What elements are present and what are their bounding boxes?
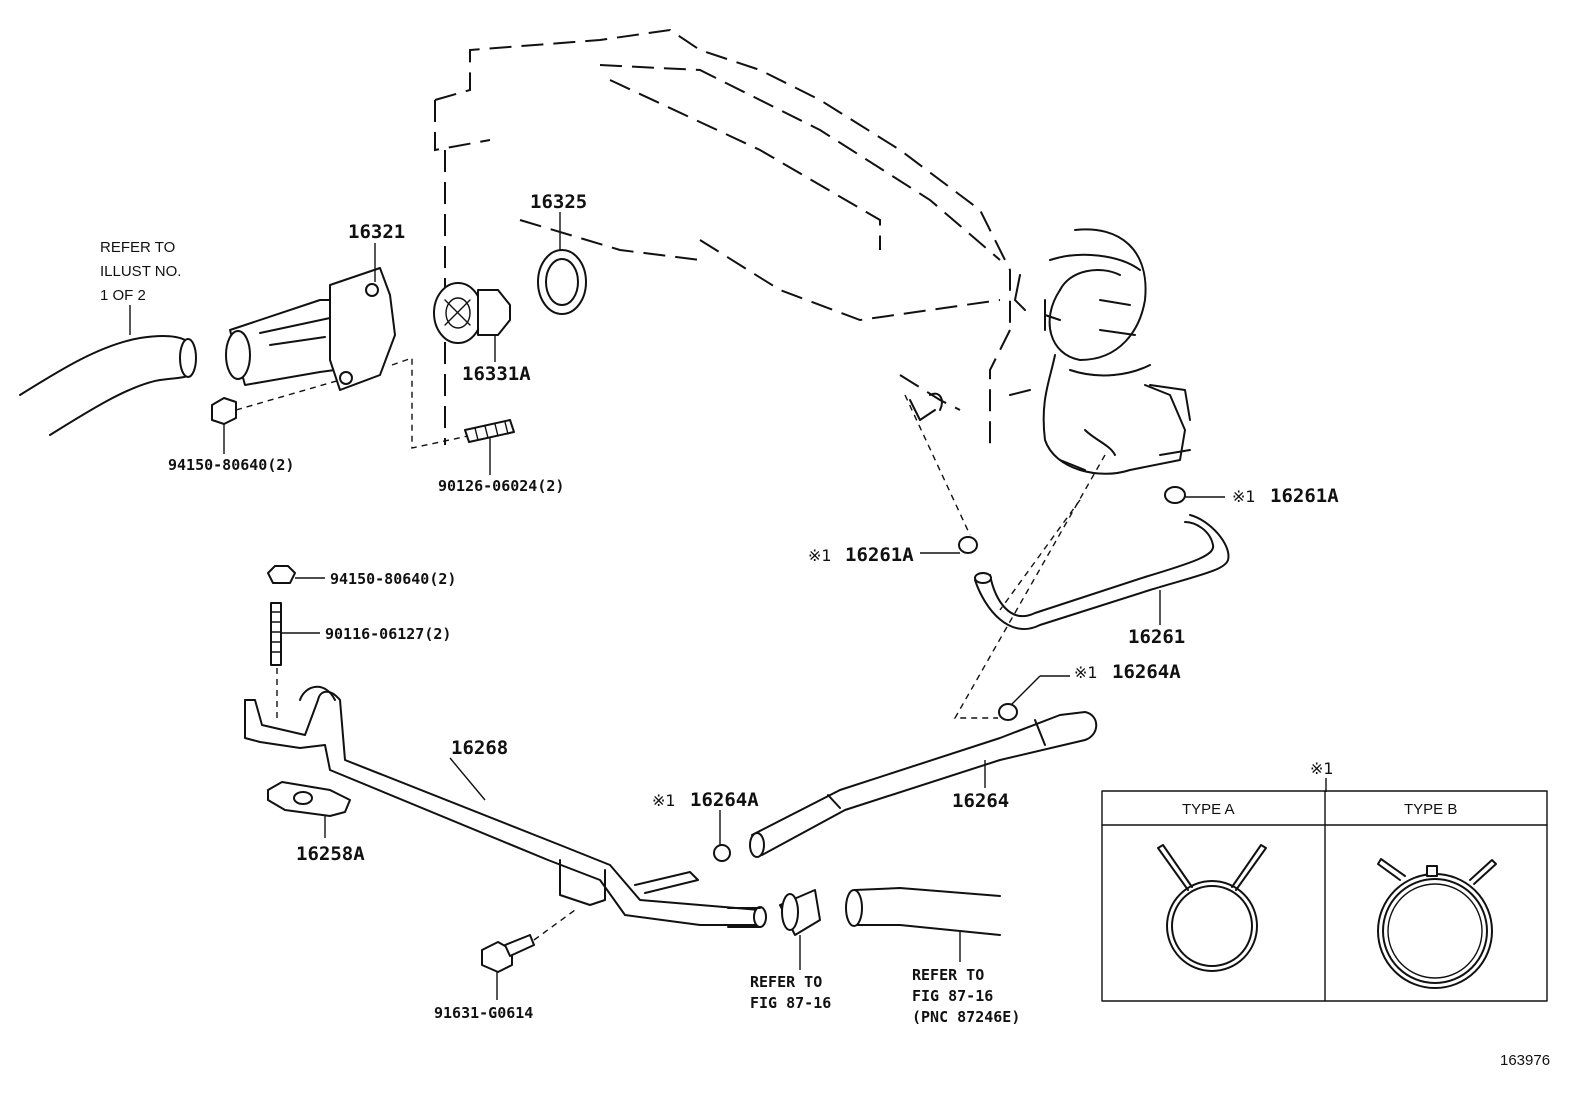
nut-upper: [211, 397, 237, 425]
clamp-16264a-right: [998, 703, 1018, 721]
figure-number: 163976: [1500, 1052, 1550, 1069]
label-16264: 16264: [952, 790, 1009, 812]
label-91631: 91631-G0614: [434, 1004, 533, 1022]
throttle-body: [1009, 228, 1191, 475]
radiator-hose: [19, 334, 197, 436]
refer-fig-a-line2: FIG 87-16: [750, 994, 831, 1012]
stud-lower: [270, 602, 282, 666]
clamp-type-table: ※1 TYPE A TYPE B: [1101, 759, 1548, 1002]
refer-illust-line1: REFER TO: [100, 239, 175, 256]
refer-fig-b-line2: FIG 87-16: [912, 987, 993, 1005]
engine-outline: [434, 28, 1011, 445]
label-16321: 16321: [348, 221, 405, 243]
refer-illust-line3: 1 OF 2: [100, 287, 146, 304]
label-16268: 16268: [451, 737, 508, 759]
hose-refer: [845, 887, 1001, 936]
label-16264a-right: 16264A: [1112, 661, 1181, 683]
label-90126: 90126-06024(2): [438, 477, 564, 495]
clamp-16264a-left: [713, 844, 731, 862]
label-16261a-right: 16261A: [1270, 485, 1339, 507]
clamp-mark-16264a-left: ※1: [652, 791, 676, 810]
hose-fitting: [779, 889, 821, 936]
clamp-table-mark: ※1: [1310, 759, 1334, 778]
label-94150-lower: 94150-80640(2): [330, 570, 456, 588]
label-94150-upper: 94150-80640(2): [168, 456, 294, 474]
label-16331a: 16331A: [462, 363, 531, 385]
label-16325: 16325: [530, 191, 587, 213]
bypass-pipe: [244, 685, 767, 928]
label-16261a-left: 16261A: [845, 544, 914, 566]
thermostat-gasket: [537, 249, 587, 315]
clamp-mark-16261a-right: ※1: [1232, 487, 1256, 506]
water-inlet: [225, 267, 396, 391]
label-16264a-left: 16264A: [690, 789, 759, 811]
pipe-gasket: [267, 781, 351, 817]
nut-lower: [267, 565, 296, 584]
leader-lines: [129, 212, 1225, 1000]
clamp-type-a-icon: [1157, 844, 1267, 972]
label-90116: 90116-06127(2): [325, 625, 451, 643]
thermostat: [433, 282, 511, 344]
clamp-mark-16261a-left: ※1: [808, 546, 832, 565]
clamp-type-b-icon: [1377, 858, 1497, 989]
label-16258a: 16258A: [296, 843, 365, 865]
clamp-mark-16264a-right: ※1: [1074, 663, 1098, 682]
clamp-type-a-label: TYPE A: [1182, 801, 1235, 818]
refer-fig-a-line1: REFER TO: [750, 973, 822, 991]
refer-fig-b-line3: (PNC 87246E): [912, 1008, 1020, 1026]
label-16261: 16261: [1128, 626, 1185, 648]
bolt-flange: [481, 934, 535, 973]
hose-16261: [974, 514, 1230, 630]
clamp-16261a-left: [958, 536, 978, 554]
hose-16264: [749, 711, 1098, 858]
refer-fig-b-line1: REFER TO: [912, 966, 984, 984]
refer-illust-line2: ILLUST NO.: [100, 263, 181, 280]
clamp-type-b-label: TYPE B: [1404, 801, 1457, 818]
clamp-16261a-right: [1164, 486, 1186, 504]
stud-upper: [464, 419, 515, 443]
